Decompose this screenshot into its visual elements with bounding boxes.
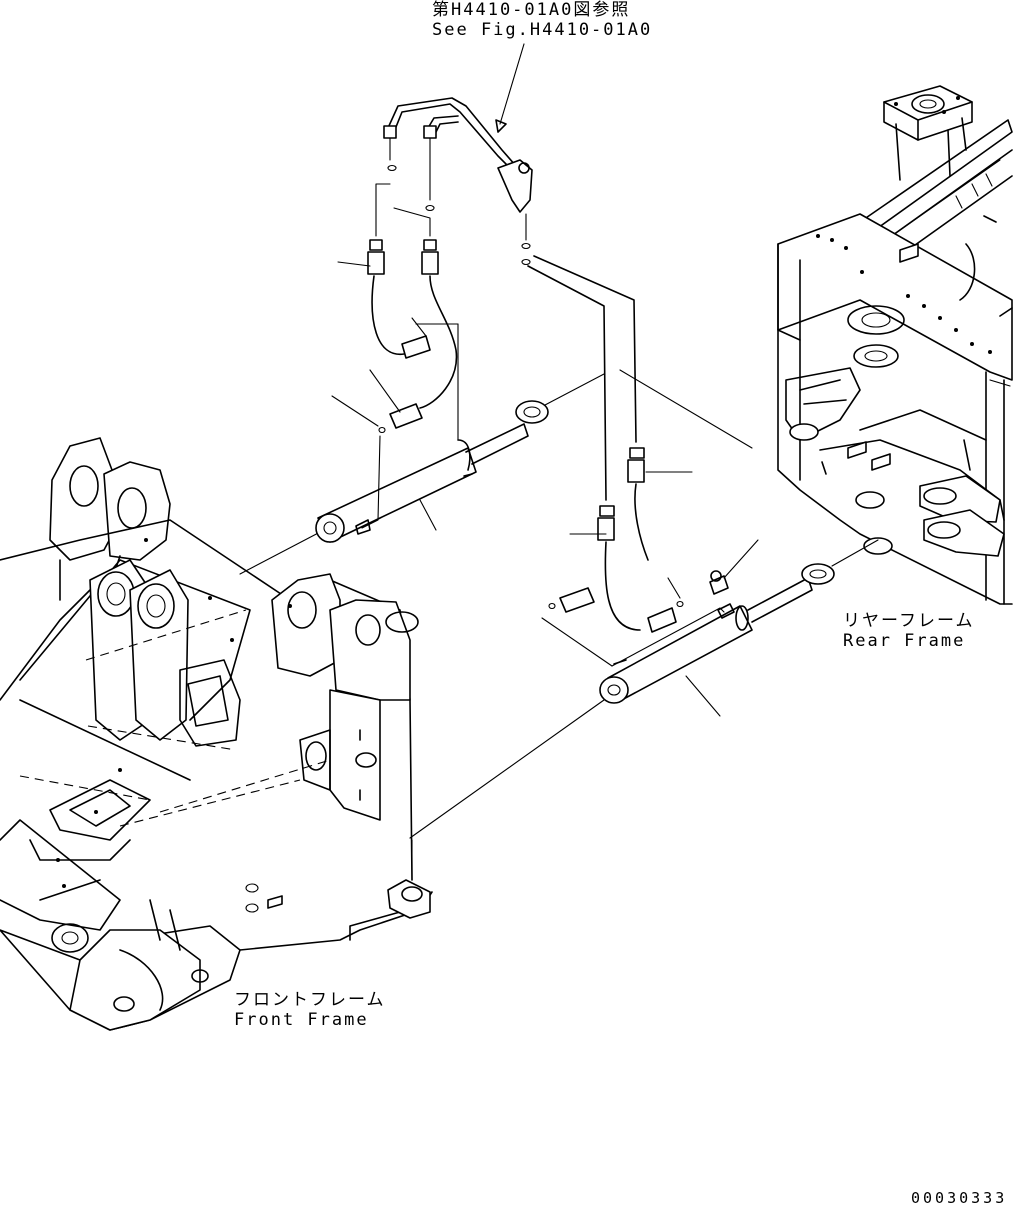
steering-piping <box>361 97 729 667</box>
phantom-lines <box>19 609 331 827</box>
leader-lines <box>331 43 759 717</box>
rear-frame <box>777 85 1013 605</box>
upper-steering-cylinder <box>239 373 605 575</box>
front-frame-label-en: Front Frame <box>234 1010 369 1030</box>
front-frame-label-jp: フロントフレーム <box>234 990 386 1010</box>
front-frame <box>0 437 433 1031</box>
reference-note: 第H4410-01A0図参照 See Fig.H4410-01A0 <box>432 0 652 40</box>
rear-frame-label-jp: リヤーフレーム <box>843 611 975 631</box>
drawing-code: 00030333 <box>911 1189 1008 1207</box>
lower-steering-cylinder <box>409 539 879 881</box>
rear-frame-label: リヤーフレーム Rear Frame <box>843 611 974 651</box>
rear-frame-label-en: Rear Frame <box>843 631 966 651</box>
front-frame-label: フロントフレーム Front Frame <box>234 990 386 1030</box>
reference-note-jp: 第H4410-01A0図参照 <box>432 0 631 20</box>
reference-note-en: See Fig.H4410-01A0 <box>432 20 653 40</box>
